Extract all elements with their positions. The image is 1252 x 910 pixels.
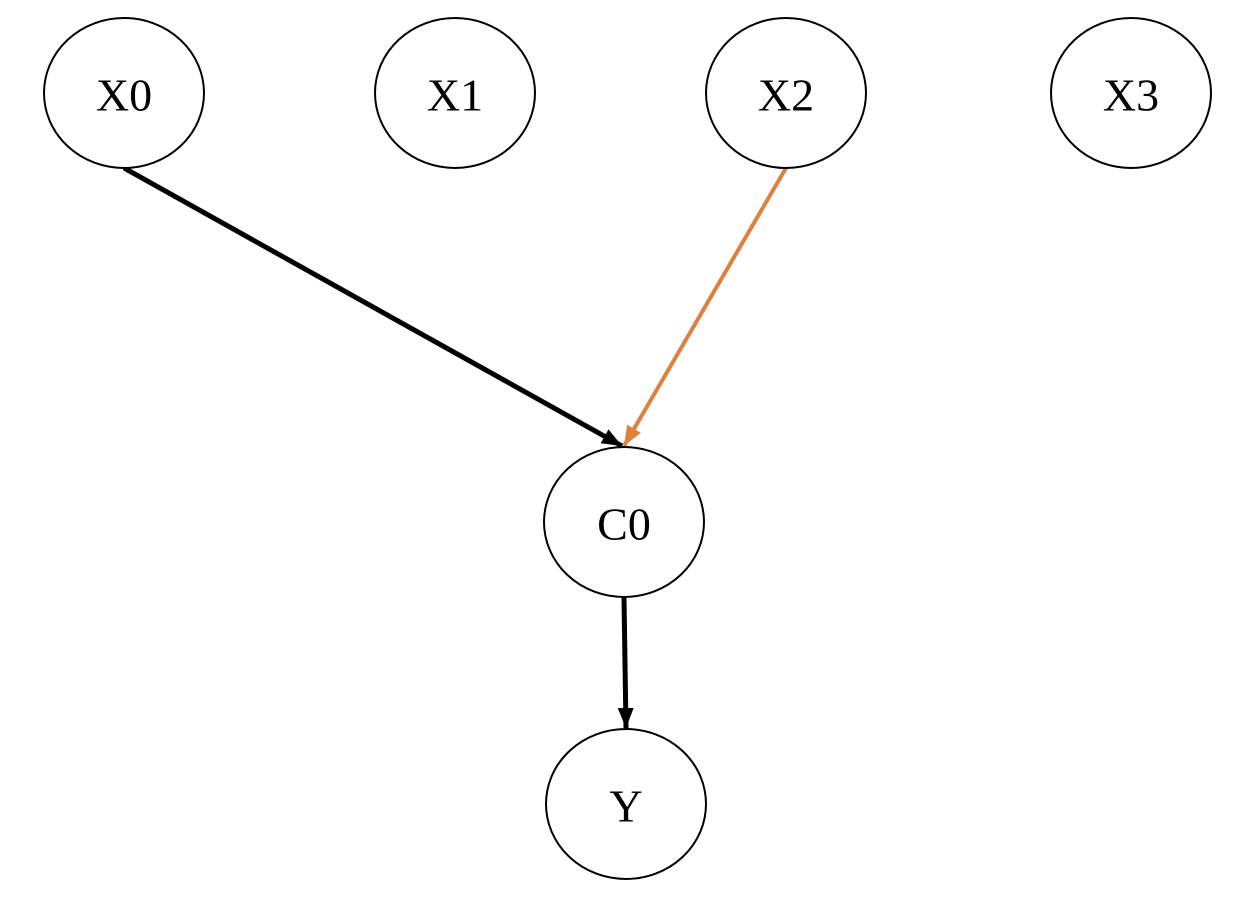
node-x0-label: X0 xyxy=(96,70,152,121)
edges-layer xyxy=(122,165,788,729)
node-x0[interactable]: X0 xyxy=(43,17,205,169)
node-x2-label: X2 xyxy=(758,70,814,121)
node-x2[interactable]: X2 xyxy=(705,17,867,169)
node-c0[interactable]: C0 xyxy=(543,446,705,598)
edge-x2-to-c0 xyxy=(622,166,788,448)
node-x3[interactable]: X3 xyxy=(1050,17,1212,169)
nodes-layer: X0 X1 X2 X3 C0 Y xyxy=(43,17,1212,880)
edge-x0-to-c0 xyxy=(122,165,624,449)
node-c0-shape xyxy=(543,446,705,598)
node-x1-label: X1 xyxy=(427,70,483,121)
node-x1[interactable]: X1 xyxy=(374,17,536,169)
node-y[interactable]: Y xyxy=(545,728,707,880)
node-x1-shape xyxy=(374,17,536,169)
node-x0-shape xyxy=(43,17,205,169)
node-x2-shape xyxy=(705,17,867,169)
node-y-label: Y xyxy=(609,781,642,832)
node-c0-label: C0 xyxy=(597,499,651,550)
node-x3-shape xyxy=(1050,17,1212,169)
edge-c0-to-y xyxy=(617,597,634,729)
node-y-shape xyxy=(545,728,707,880)
node-x3-label: X3 xyxy=(1103,70,1159,121)
